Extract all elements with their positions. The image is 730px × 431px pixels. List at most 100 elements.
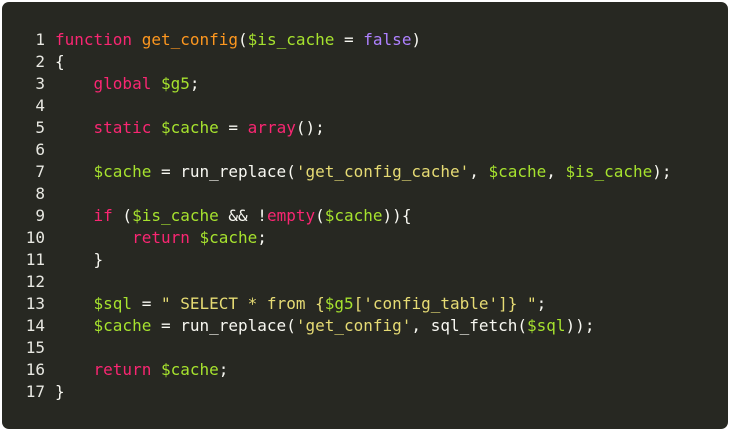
code-line[interactable]: 14 $cache = run_replace('get_config', sq… bbox=[2, 315, 728, 337]
code-text: return $cache; bbox=[50, 227, 728, 249]
token-variable: $cache bbox=[93, 162, 152, 181]
code-text: if ($is_cache && !empty($cache)){ bbox=[50, 205, 728, 227]
line-number: 3 bbox=[35, 74, 45, 93]
code-text bbox=[50, 139, 728, 161]
code-text: } bbox=[50, 249, 728, 271]
line-number: 1 bbox=[35, 30, 45, 49]
token-string: " SELECT * from { bbox=[160, 294, 325, 313]
token-keyword: array bbox=[247, 118, 296, 137]
code-line[interactable]: 5 static $cache = array(); bbox=[2, 117, 728, 139]
token-plain bbox=[190, 228, 200, 247]
token-boolean: false bbox=[363, 30, 412, 49]
token-plain: } bbox=[55, 382, 65, 401]
token-plain bbox=[151, 118, 161, 137]
token-variable: $is_cache bbox=[247, 30, 335, 49]
token-plain: ( bbox=[238, 30, 248, 49]
token-plain bbox=[55, 316, 94, 335]
code-text: static $cache = array(); bbox=[50, 117, 728, 139]
code-line[interactable]: 12 bbox=[2, 271, 728, 293]
line-number: 13 bbox=[25, 294, 45, 313]
token-keyword: global bbox=[93, 74, 152, 93]
code-text: $cache = run_replace('get_config', sql_f… bbox=[50, 315, 728, 337]
token-string: 'get_config' bbox=[295, 316, 412, 335]
token-variable: $cache bbox=[488, 162, 547, 181]
code-line[interactable]: 8 bbox=[2, 183, 728, 205]
token-variable: $cache bbox=[199, 228, 258, 247]
code-line[interactable]: 15 bbox=[2, 337, 728, 359]
line-number: 17 bbox=[25, 382, 45, 401]
token-plain: ( bbox=[112, 206, 133, 225]
token-variable: $g5 bbox=[324, 294, 354, 313]
code-line[interactable]: 1 function get_config($is_cache = false) bbox=[2, 29, 728, 51]
code-text: { bbox=[50, 51, 728, 73]
code-text: $cache = run_replace('get_config_cache',… bbox=[50, 161, 728, 183]
token-plain bbox=[55, 228, 132, 247]
code-text bbox=[50, 337, 728, 359]
token-plain bbox=[55, 74, 94, 93]
code-line[interactable]: 7 $cache = run_replace('get_config_cache… bbox=[2, 161, 728, 183]
token-plain: )); bbox=[565, 316, 595, 335]
line-number: 10 bbox=[25, 228, 45, 247]
token-variable: $is_cache bbox=[132, 206, 219, 225]
code-line[interactable]: 9 if ($is_cache && !empty($cache)){ bbox=[2, 205, 728, 227]
code-line[interactable]: 3 global $g5; bbox=[2, 73, 728, 95]
token-plain: = bbox=[334, 30, 364, 49]
token-plain: , sql_fetch( bbox=[411, 316, 528, 335]
token-keyword: empty bbox=[266, 206, 316, 225]
code-text: function get_config($is_cache = false) bbox=[50, 29, 728, 51]
token-plain: { bbox=[55, 52, 65, 71]
token-keyword: function bbox=[55, 30, 133, 49]
token-string: ]} " bbox=[498, 294, 537, 313]
token-plain: = bbox=[218, 118, 248, 137]
token-plain: } bbox=[55, 250, 104, 269]
token-plain: , bbox=[546, 162, 566, 181]
code-text bbox=[50, 183, 728, 205]
code-line[interactable]: 6 bbox=[2, 139, 728, 161]
code-line[interactable]: 2{ bbox=[2, 51, 728, 73]
token-plain bbox=[55, 360, 94, 379]
line-number: 2 bbox=[35, 52, 45, 71]
line-number: 12 bbox=[25, 272, 45, 291]
token-string: 'config_table' bbox=[363, 294, 499, 313]
token-plain: ; bbox=[257, 228, 267, 247]
line-number: 15 bbox=[25, 338, 45, 357]
code-text: $sql = " SELECT * from {$g5['config_tabl… bbox=[50, 293, 728, 315]
line-number: 14 bbox=[25, 316, 45, 335]
token-function-name: get_config bbox=[141, 30, 239, 49]
line-number: 11 bbox=[25, 250, 45, 269]
token-plain: = bbox=[132, 294, 161, 313]
line-number: 4 bbox=[35, 96, 45, 115]
token-variable: $g5 bbox=[160, 74, 190, 93]
token-plain bbox=[55, 118, 94, 137]
token-variable: $cache bbox=[160, 360, 219, 379]
token-plain: , bbox=[469, 162, 489, 181]
line-number: 6 bbox=[35, 140, 45, 159]
code-line[interactable]: 16 return $cache; bbox=[2, 359, 728, 381]
code-text: } bbox=[50, 381, 728, 403]
code-line[interactable]: 13 $sql = " SELECT * from {$g5['config_t… bbox=[2, 293, 728, 315]
token-plain: ) bbox=[411, 30, 422, 49]
token-plain: ; bbox=[189, 74, 200, 93]
code-line[interactable]: 17} bbox=[2, 381, 728, 403]
token-plain: ; bbox=[218, 360, 229, 379]
code-text bbox=[50, 95, 728, 117]
code-line[interactable]: 11 } bbox=[2, 249, 728, 271]
token-variable: $cache bbox=[160, 118, 219, 137]
token-plain: (); bbox=[295, 118, 325, 137]
token-string: 'get_config_cache' bbox=[295, 162, 470, 181]
token-plain: = run_replace( bbox=[151, 162, 296, 181]
code-text: global $g5; bbox=[50, 73, 728, 95]
token-plain: && ! bbox=[218, 206, 267, 225]
line-number: 5 bbox=[35, 118, 45, 137]
token-plain bbox=[151, 360, 161, 379]
code-line[interactable]: 4 bbox=[2, 95, 728, 117]
line-number: 9 bbox=[35, 206, 45, 225]
token-variable: $sql bbox=[527, 316, 566, 335]
code-text: return $cache; bbox=[50, 359, 728, 381]
token-keyword: return bbox=[132, 228, 190, 247]
token-variable: $is_cache bbox=[565, 162, 653, 181]
code-line[interactable]: 10 return $cache; bbox=[2, 227, 728, 249]
token-variable: $sql bbox=[93, 294, 133, 313]
